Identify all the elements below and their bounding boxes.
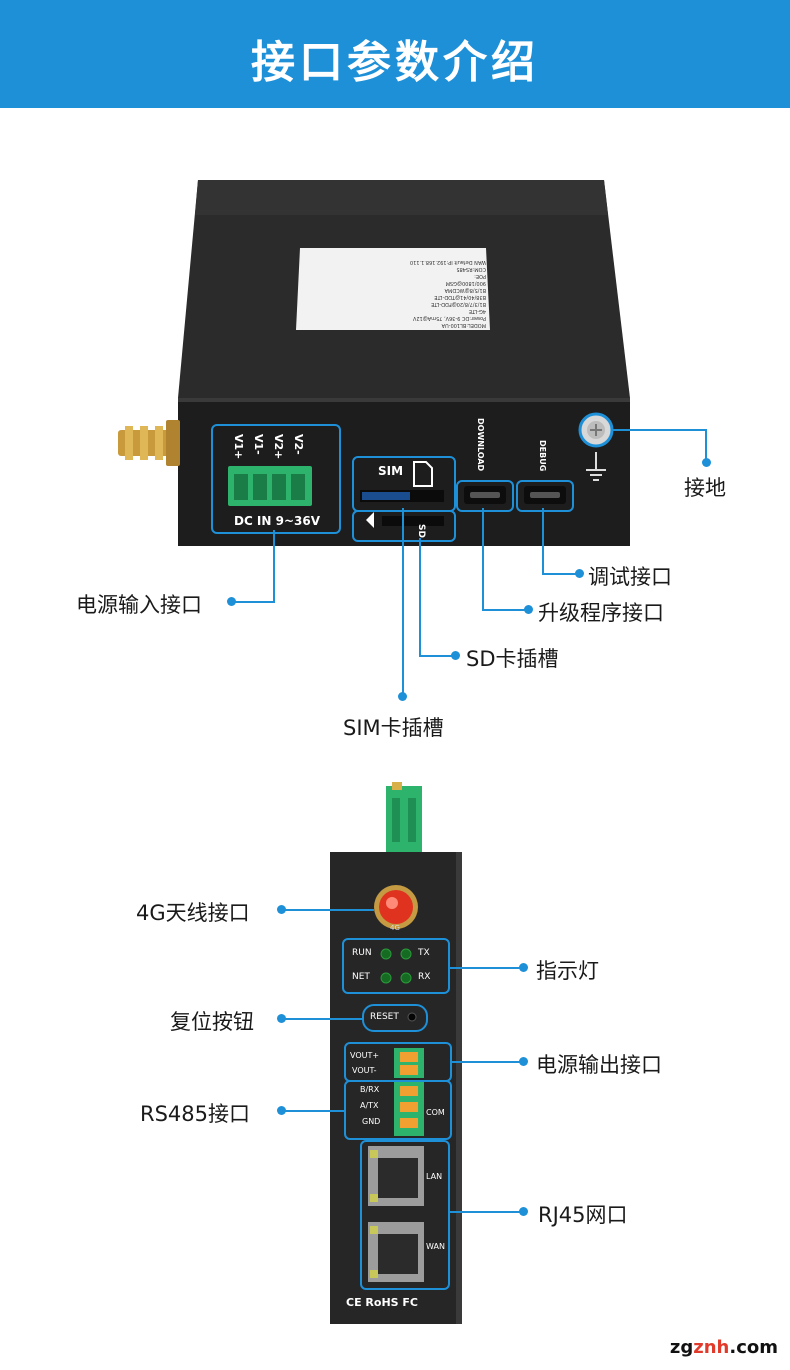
- terminal-label-v1m: V1-: [252, 434, 265, 455]
- sim-leader-dot: [398, 692, 407, 701]
- watermark-part1: zg: [669, 1337, 694, 1358]
- sim-label: SIM: [378, 464, 404, 478]
- power-input-leader-v: [273, 530, 275, 602]
- led-label-net: NET: [352, 972, 370, 982]
- rj45-leader: [448, 1211, 522, 1213]
- sd-leader-v: [419, 538, 421, 656]
- com-pin-atx: A/TX: [360, 1101, 379, 1110]
- rs485-leader: [282, 1110, 344, 1112]
- terminal-label-v2m: V2-: [292, 434, 305, 455]
- power-caption: DC IN 9~36V: [233, 514, 321, 528]
- sim-leader-v: [402, 508, 404, 694]
- sim-slot-highlight: [352, 456, 456, 512]
- led-label-run: RUN: [352, 948, 372, 958]
- watermark-part3: .com: [729, 1337, 778, 1358]
- power-input-leader-h: [234, 601, 275, 603]
- reset-label: RESET: [370, 1012, 399, 1022]
- ground-leader-dot: [702, 458, 711, 467]
- power-input-leader-dot: [227, 597, 236, 606]
- label-sticker: [296, 248, 490, 330]
- callout-upgrade-port: 升级程序接口: [538, 601, 664, 625]
- rj45-leader-dot: [519, 1207, 528, 1216]
- lan-label: LAN: [426, 1172, 443, 1181]
- sd-slot: [382, 516, 444, 526]
- antenna-label: 4G: [390, 924, 400, 932]
- antenna-leader: [282, 909, 374, 911]
- power-terminal-block: [228, 466, 312, 506]
- antenna-highlight: [370, 882, 420, 932]
- callout-4g-antenna: 4G天线接口: [136, 901, 250, 925]
- label-sticker-text: MODEL:BL100-UA Power:DC 9-36V, 75mA@12V …: [409, 259, 486, 328]
- callout-rs485: RS485接口: [140, 1102, 251, 1126]
- callout-indicator: 指示灯: [536, 959, 599, 983]
- com-pin-brx: B/RX: [360, 1085, 380, 1094]
- callout-power-output: 电源输出接口: [536, 1053, 662, 1077]
- debug-leader-h: [542, 573, 578, 575]
- power-output-leader: [450, 1061, 522, 1063]
- terminal-label-v2p: V2+: [272, 434, 285, 460]
- sd-label: SD: [416, 524, 426, 538]
- callout-sim-slot: SIM卡插槽: [343, 716, 444, 740]
- device-front-illustration: [330, 782, 462, 1324]
- led-rx: [400, 972, 412, 984]
- reset-leader: [282, 1018, 362, 1020]
- debug-leader-v: [542, 508, 544, 574]
- sd-leader-h: [419, 655, 453, 657]
- top-terminal-plug: [386, 786, 422, 856]
- upgrade-leader-h: [482, 609, 526, 611]
- callout-reset-button: 复位按钮: [170, 1010, 254, 1034]
- rs485-leader-dot: [277, 1106, 286, 1115]
- reset-highlight: [362, 1004, 428, 1032]
- download-port-highlight: [456, 480, 514, 512]
- rj45-lan-port: [368, 1146, 424, 1206]
- led-run: [380, 948, 392, 960]
- reset-hole: [407, 1012, 417, 1022]
- callout-sd-slot: SD卡插槽: [466, 647, 559, 671]
- wan-label: WAN: [426, 1242, 445, 1251]
- led-label-rx: RX: [418, 972, 431, 982]
- callout-rj45: RJ45网口: [538, 1203, 628, 1227]
- rj45-highlight: [360, 1140, 450, 1290]
- com-pin-gnd: GND: [362, 1117, 381, 1126]
- watermark-part2: znh: [693, 1337, 730, 1358]
- cert-marks: CE RoHS FC: [346, 1296, 418, 1309]
- header-banner: 接口参数介绍: [0, 0, 790, 108]
- power-terminal-labels: V1+ V1- V2+ V2-: [230, 434, 314, 464]
- led-tx: [400, 948, 412, 960]
- callout-ground: 接地: [684, 476, 726, 500]
- power-output-highlight: [344, 1042, 452, 1082]
- download-label: DOWNLOAD: [476, 418, 485, 472]
- indicator-leader: [448, 967, 522, 969]
- callout-debug-port: 调试接口: [588, 565, 672, 589]
- led-net: [380, 972, 392, 984]
- debug-label: DEBUG: [538, 440, 547, 472]
- rj45-wan-port: [368, 1222, 424, 1282]
- device-rear-illustration: [118, 180, 630, 546]
- com-label: COM: [426, 1108, 445, 1117]
- ground-leader-v: [705, 429, 707, 461]
- power-output-leader-dot: [519, 1057, 528, 1066]
- watermark: zgznh.com: [667, 1337, 780, 1358]
- vout-plus-label: VOUT+: [350, 1051, 380, 1060]
- reset-leader-dot: [277, 1014, 286, 1023]
- indicator-highlight: [342, 938, 450, 994]
- led-label-tx: TX: [418, 948, 430, 958]
- debug-port-highlight: [516, 480, 574, 512]
- rs485-highlight: [344, 1080, 452, 1140]
- terminal-label-v1p: V1+: [232, 434, 245, 460]
- upgrade-leader-dot: [524, 605, 533, 614]
- power-input-highlight: [211, 424, 341, 534]
- sd-leader-dot: [451, 651, 460, 660]
- sma-connector: [118, 420, 180, 466]
- debug-leader-dot: [575, 569, 584, 578]
- callout-power-input: 电源输入接口: [76, 593, 202, 617]
- indicator-leader-dot: [519, 963, 528, 972]
- sd-slot-highlight: [352, 510, 456, 542]
- vout-minus-label: VOUT-: [352, 1066, 377, 1075]
- antenna-leader-dot: [277, 905, 286, 914]
- page-title: 接口参数介绍: [251, 37, 539, 88]
- ground-leader-h: [612, 429, 706, 431]
- upgrade-leader-v: [482, 508, 484, 610]
